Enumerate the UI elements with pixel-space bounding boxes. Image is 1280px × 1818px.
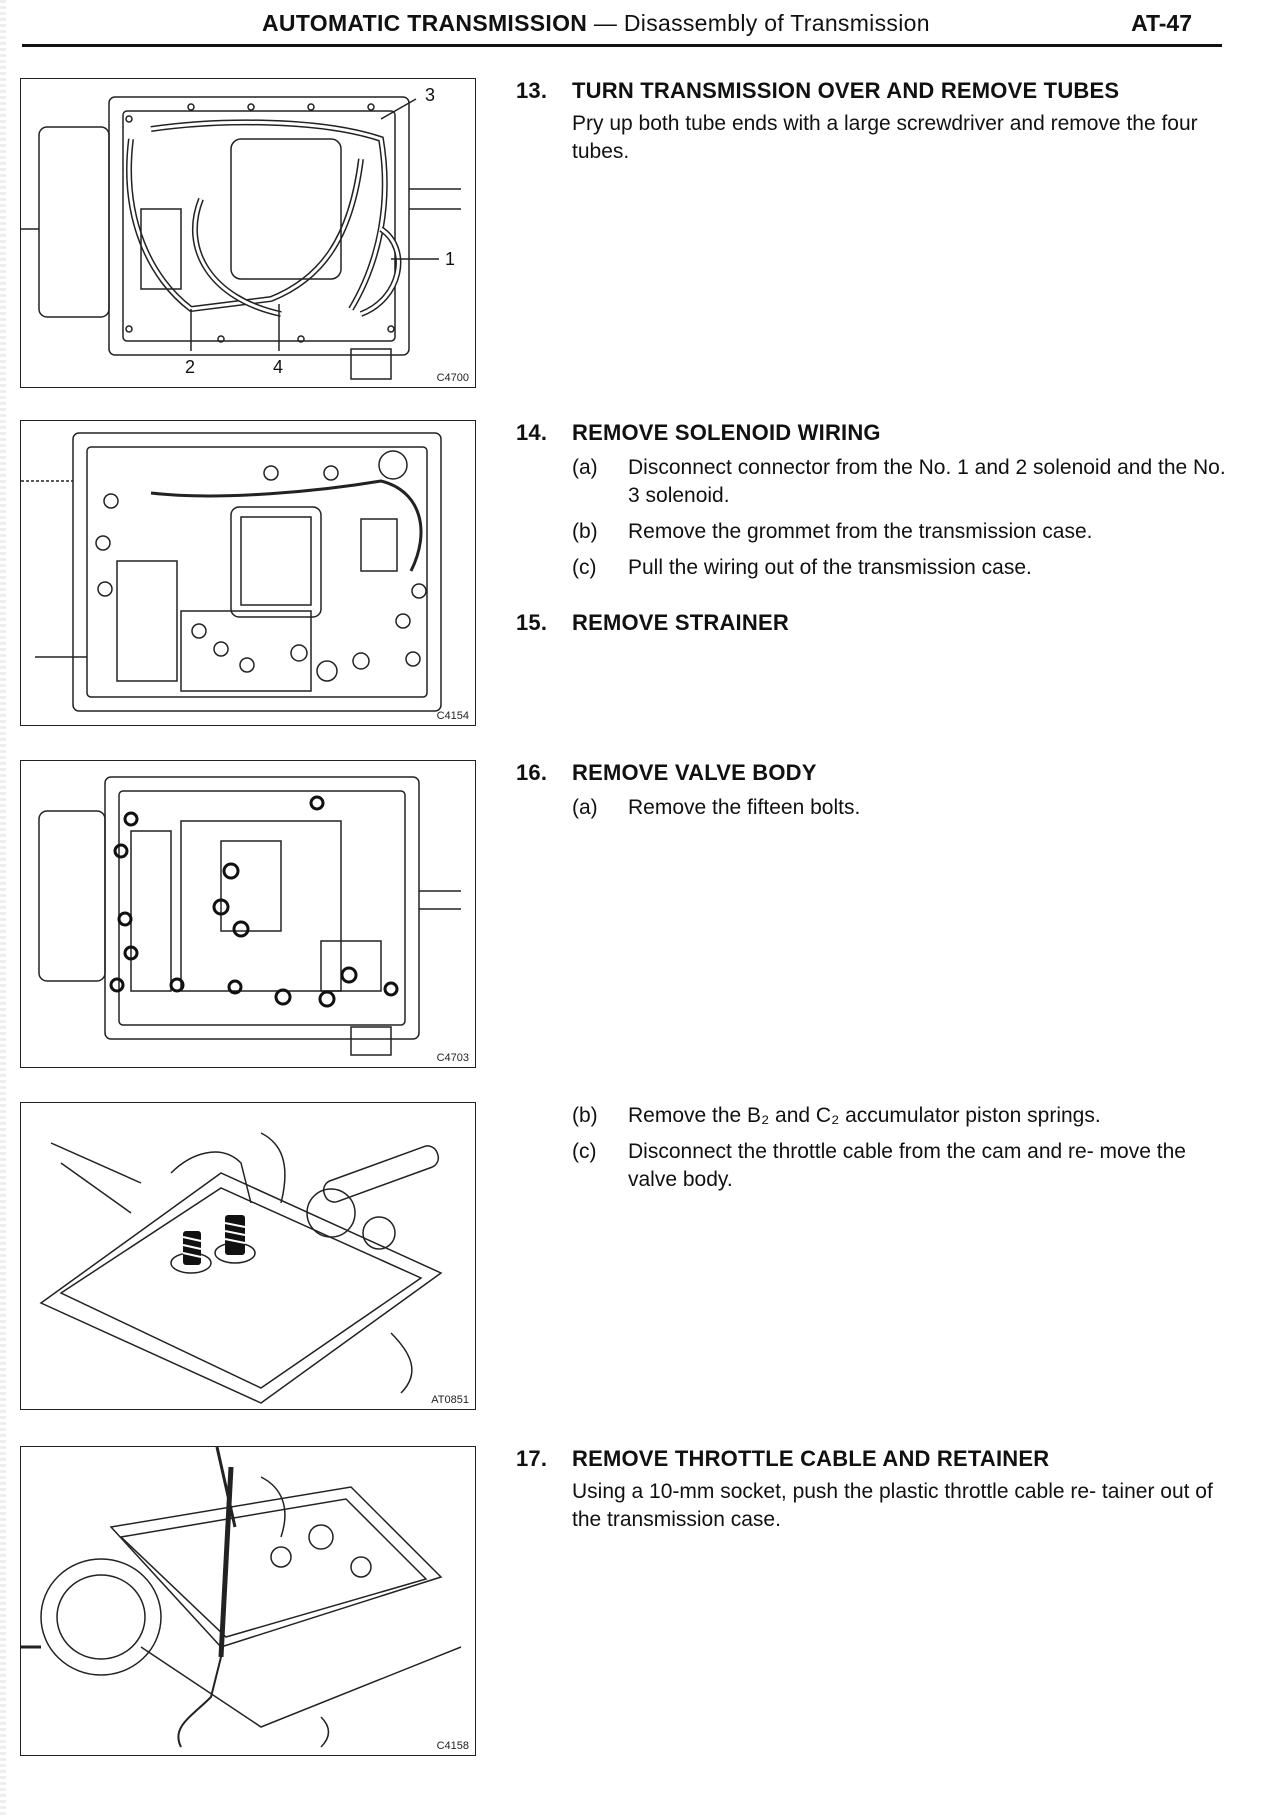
scan-edge xyxy=(0,0,6,1818)
step-title: REMOVE SOLENOID WIRING xyxy=(572,420,881,445)
step-title: REMOVE THROTTLE CABLE AND RETAINER xyxy=(572,1446,1050,1471)
figure-throttle-cable: C4158 xyxy=(20,1446,476,1756)
substep-c: (c) Pull the wiring out of the transmiss… xyxy=(572,554,1236,582)
step-heading: 16. REMOVE VALVE BODY xyxy=(516,760,1236,786)
tubes-illustration: 3 1 2 4 xyxy=(21,85,461,380)
page-number: AT-47 xyxy=(1131,10,1192,36)
valve-body-illustration xyxy=(38,776,461,1056)
substep-text: Disconnect the throttle cable from the c… xyxy=(628,1140,1186,1191)
substep-a: (a) Remove the fifteen bolts. xyxy=(572,794,1236,822)
callout-4: 4 xyxy=(273,357,283,377)
header-section: AUTOMATIC TRANSMISSION xyxy=(262,10,588,36)
figure-code: C4154 xyxy=(436,710,469,722)
step-16-continued: (b) Remove the B₂ and C₂ accumulator pis… xyxy=(516,1094,1236,1194)
figure-code: AT0851 xyxy=(431,1394,469,1406)
step-title: TURN TRANSMISSION OVER AND REMOVE TUBES xyxy=(572,78,1120,103)
substep-label: (a) xyxy=(572,456,598,479)
figure-tubes: 3 1 2 4 C4700 xyxy=(20,78,476,388)
substep-text: Pull the wiring out of the transmission … xyxy=(628,556,1032,579)
substep-a: (a) Disconnect connector from the No. 1 … xyxy=(572,454,1236,510)
substep-text: Remove the fifteen bolts. xyxy=(628,796,861,819)
step-16: 16. REMOVE VALVE BODY (a) Remove the fif… xyxy=(516,760,1236,822)
step-number: 17. xyxy=(516,1446,548,1471)
callout-2: 2 xyxy=(185,357,195,377)
step-14: 14. REMOVE SOLENOID WIRING (a) Disconnec… xyxy=(516,420,1236,582)
header-title: AUTOMATIC TRANSMISSION — Disassembly of … xyxy=(262,10,930,37)
substep-label: (a) xyxy=(572,796,598,819)
page-header: AUTOMATIC TRANSMISSION — Disassembly of … xyxy=(22,8,1222,47)
substep-c: (c) Disconnect the throttle cable from t… xyxy=(572,1138,1236,1194)
callout-1: 1 xyxy=(445,249,455,269)
step-number: 16. xyxy=(516,760,548,785)
substep-b: (b) Remove the B₂ and C₂ accumulator pis… xyxy=(572,1102,1236,1130)
step-15: 15. REMOVE STRAINER xyxy=(516,610,1236,636)
figure-valve-body-bolts: C4703 xyxy=(20,760,476,1068)
substep-text: Remove the grommet from the transmission… xyxy=(628,520,1093,543)
substep-label: (b) xyxy=(572,520,598,543)
step-heading: 17. REMOVE THROTTLE CABLE AND RETAINER xyxy=(516,1446,1236,1472)
step-13: 13. TURN TRANSMISSION OVER AND REMOVE TU… xyxy=(516,78,1236,166)
step-number: 14. xyxy=(516,420,548,445)
step-number: 13. xyxy=(516,78,548,103)
throttle-cable-illustration xyxy=(21,1447,462,1748)
step-title: REMOVE STRAINER xyxy=(572,610,789,635)
solenoid-wiring-illustration xyxy=(21,432,442,712)
header-dash: — xyxy=(587,10,624,36)
substep-label: (b) xyxy=(572,1104,598,1127)
callout-3: 3 xyxy=(425,85,435,105)
step-heading: 13. TURN TRANSMISSION OVER AND REMOVE TU… xyxy=(516,78,1236,104)
figure-code: C4700 xyxy=(436,372,469,384)
substep-label: (c) xyxy=(572,1140,597,1163)
step-number: 15. xyxy=(516,610,548,635)
figure-solenoid-wiring: C4154 xyxy=(20,420,476,726)
springs-illustration xyxy=(39,1132,443,1404)
substep-text: Disconnect connector from the No. 1 and … xyxy=(628,456,1226,507)
step-heading: 14. REMOVE SOLENOID WIRING xyxy=(516,420,1236,446)
step-text: Pry up both tube ends with a large screw… xyxy=(572,112,1198,163)
substep-label: (c) xyxy=(572,556,597,579)
step-heading: 15. REMOVE STRAINER xyxy=(516,610,1236,636)
substep-text: Remove the B₂ and C₂ accumulator piston … xyxy=(628,1104,1101,1127)
step-text: Using a 10-mm socket, push the plastic t… xyxy=(572,1480,1213,1531)
step-17: 17. REMOVE THROTTLE CABLE AND RETAINER U… xyxy=(516,1446,1236,1534)
figure-code: C4158 xyxy=(436,1740,469,1752)
step-title: REMOVE VALVE BODY xyxy=(572,760,817,785)
header-subtitle: Disassembly of Transmission xyxy=(623,10,930,36)
substep-b: (b) Remove the grommet from the transmis… xyxy=(572,518,1236,546)
figure-accumulator-springs: AT0851 xyxy=(20,1102,476,1410)
figure-code: C4703 xyxy=(436,1052,469,1064)
